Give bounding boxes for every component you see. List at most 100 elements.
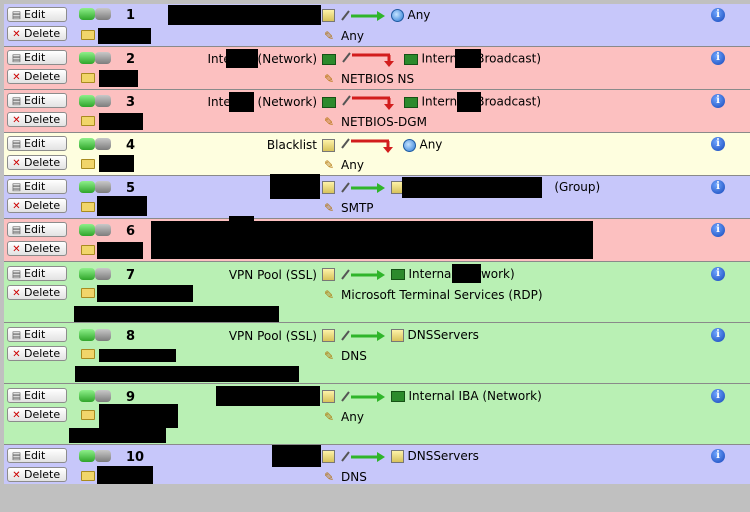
rule-service: ✎NETBIOS-DGM bbox=[324, 115, 427, 129]
rule-service: ✎DNS bbox=[324, 470, 367, 484]
rule-destination: Internal (Broadcast) bbox=[322, 94, 541, 110]
delete-button[interactable]: ✕Delete bbox=[7, 112, 67, 127]
edit-button[interactable]: ▤Edit bbox=[7, 50, 67, 65]
wrench-icon: ✎ bbox=[324, 29, 335, 43]
block-arrow-icon bbox=[342, 52, 394, 67]
edit-button[interactable]: ▤Edit bbox=[7, 388, 67, 403]
edit-button[interactable]: ▤Edit bbox=[7, 222, 67, 237]
allow-arrow-icon bbox=[341, 268, 385, 280]
red-x-icon: ✕ bbox=[12, 158, 21, 169]
edit-button[interactable]: ▤Edit bbox=[7, 93, 67, 108]
delete-button[interactable]: ✕Delete bbox=[7, 198, 67, 213]
redacted-source bbox=[270, 174, 320, 199]
redacted-source-part bbox=[226, 49, 258, 68]
rule-service: ✎Microsoft Terminal Services (RDP) bbox=[324, 288, 543, 302]
allow-arrow-icon bbox=[341, 181, 385, 193]
red-x-icon: ✕ bbox=[12, 288, 21, 299]
redacted-group-name bbox=[97, 242, 143, 259]
delete-button[interactable]: ✕Delete bbox=[7, 285, 67, 300]
redacted-group-name bbox=[98, 28, 151, 44]
redacted-group-name bbox=[97, 285, 193, 302]
redacted-group-name bbox=[97, 466, 153, 484]
rule-toggle[interactable] bbox=[79, 95, 111, 107]
rule-row-7: ▤Edit ✕Delete 7 VPN Pool (SSL) Interna (… bbox=[4, 262, 750, 323]
redacted-source bbox=[272, 445, 321, 467]
edit-button[interactable]: ▤Edit bbox=[7, 266, 67, 281]
redacted-destination-part bbox=[457, 92, 481, 112]
info-icon[interactable]: i bbox=[711, 94, 725, 108]
delete-button[interactable]: ✕Delete bbox=[7, 26, 67, 41]
rule-service: ✎Any bbox=[324, 158, 364, 172]
edit-button[interactable]: ▤Edit bbox=[7, 7, 67, 22]
rule-service: ✎DNS bbox=[324, 349, 367, 363]
rule-toggle[interactable] bbox=[79, 268, 111, 280]
rule-row-6: ▤Edit ✕Delete 6 i bbox=[4, 216, 750, 262]
info-icon[interactable]: i bbox=[711, 137, 725, 151]
wrench-icon: ✎ bbox=[324, 470, 335, 484]
rule-source: VPN Pool (SSL) bbox=[228, 268, 317, 282]
edit-button[interactable]: ▤Edit bbox=[7, 179, 67, 194]
info-icon[interactable]: i bbox=[711, 449, 725, 463]
rule-service: ✎Any bbox=[324, 410, 364, 424]
host-icon bbox=[322, 181, 335, 194]
destination-label: Internal (Broadcast) bbox=[421, 51, 542, 66]
notepad-icon: ▤ bbox=[11, 225, 22, 236]
rule-destination: Internal (Broadcast) bbox=[322, 51, 541, 67]
red-x-icon: ✕ bbox=[12, 201, 21, 212]
redacted-group-name bbox=[99, 349, 176, 362]
delete-button[interactable]: ✕Delete bbox=[7, 467, 67, 482]
wrench-icon: ✎ bbox=[324, 201, 335, 215]
delete-button[interactable]: ✕Delete bbox=[7, 346, 67, 361]
rule-toggle[interactable] bbox=[79, 390, 111, 402]
rule-source: Internal (Network) bbox=[207, 95, 317, 109]
rule-number: 4 bbox=[126, 138, 136, 153]
delete-button[interactable]: ✕Delete bbox=[7, 241, 67, 256]
network-icon bbox=[403, 96, 418, 108]
rule-toggle[interactable] bbox=[79, 329, 111, 341]
allow-arrow-icon bbox=[341, 450, 385, 462]
rule-destination: Any bbox=[322, 137, 442, 153]
notepad-icon: ▤ bbox=[11, 53, 22, 64]
destination-label: Internal IBA (Network) bbox=[408, 389, 542, 403]
edit-button[interactable]: ▤Edit bbox=[7, 136, 67, 151]
rule-service: ✎Any bbox=[324, 29, 364, 43]
network-icon bbox=[390, 391, 405, 402]
rule-row-5: ▤Edit ✕Delete 5 (Group) ✎SMTP i bbox=[4, 174, 750, 219]
delete-button[interactable]: ✕Delete bbox=[7, 69, 67, 84]
redacted-source-part bbox=[229, 92, 254, 112]
rule-destination: DNSServers bbox=[322, 449, 479, 464]
red-x-icon: ✕ bbox=[12, 244, 21, 255]
redacted-group-name bbox=[99, 404, 178, 428]
info-icon[interactable]: i bbox=[711, 180, 725, 194]
redacted-source bbox=[216, 386, 320, 406]
edit-button[interactable]: ▤Edit bbox=[7, 448, 67, 463]
host-icon bbox=[322, 268, 335, 281]
redacted-group-name-2 bbox=[69, 428, 166, 443]
delete-button[interactable]: ✕Delete bbox=[7, 155, 67, 170]
rule-toggle[interactable] bbox=[79, 8, 111, 20]
rule-destination: Internal IBA (Network) bbox=[322, 389, 542, 404]
info-icon[interactable]: i bbox=[711, 267, 725, 281]
redacted-group-name bbox=[99, 70, 138, 87]
rule-toggle[interactable] bbox=[79, 224, 111, 236]
rule-toggle[interactable] bbox=[79, 450, 111, 462]
folder-icon bbox=[81, 30, 95, 40]
rules-table: ▤Edit ✕Delete 1 Any ✎Any i ▤Edit ✕Delete… bbox=[4, 4, 750, 486]
info-icon[interactable]: i bbox=[711, 51, 725, 65]
destination-label: DNSServers bbox=[407, 328, 479, 342]
rule-toggle[interactable] bbox=[79, 52, 111, 64]
info-icon[interactable]: i bbox=[711, 389, 725, 403]
edit-button[interactable]: ▤Edit bbox=[7, 327, 67, 342]
info-icon[interactable]: i bbox=[711, 8, 725, 22]
rule-source: Internal (Network) bbox=[207, 52, 317, 66]
rule-toggle[interactable] bbox=[79, 138, 111, 150]
info-icon[interactable]: i bbox=[711, 328, 725, 342]
info-icon[interactable]: i bbox=[711, 223, 725, 237]
globe-icon bbox=[390, 9, 404, 22]
rule-toggle[interactable] bbox=[79, 181, 111, 193]
notepad-icon: ▤ bbox=[11, 451, 22, 462]
wrench-icon: ✎ bbox=[324, 410, 335, 424]
delete-button[interactable]: ✕Delete bbox=[7, 407, 67, 422]
folder-icon bbox=[81, 349, 95, 359]
wrench-icon: ✎ bbox=[324, 72, 335, 86]
